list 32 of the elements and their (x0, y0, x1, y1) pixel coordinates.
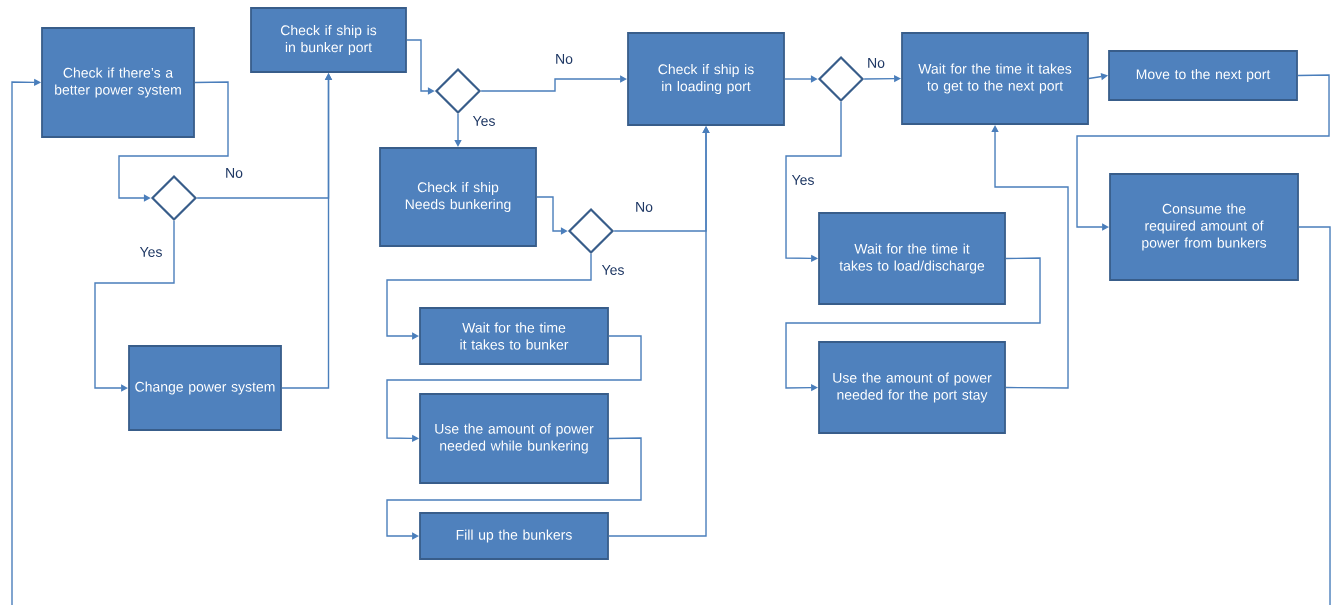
arrow (406, 39, 435, 95)
process-box: Fill up the bunkers (419, 512, 609, 560)
process-box: Change power system (128, 345, 282, 431)
process-box: Wait for the time it takes to load/discharge (818, 212, 1006, 305)
arrow (1076, 74, 1330, 231)
edge-label: Yes (601, 265, 624, 275)
arrow (386, 253, 592, 340)
arrow (536, 196, 568, 235)
edge-label: Yes (791, 175, 814, 185)
process-box: Check if ship is in loading port (627, 32, 785, 126)
arrow (608, 126, 710, 537)
process-box: Wait for the time it takes to bunker (419, 307, 609, 365)
edge-label: No (556, 54, 573, 64)
arrow (991, 125, 1069, 389)
edge-label: No (636, 202, 653, 212)
arrow (386, 437, 642, 540)
edge-label: Yes (472, 116, 495, 126)
process-box: Consume the required amount of power from bunkers (1109, 173, 1299, 281)
process-box: Wait for the time it takes to get to the next port (901, 32, 1089, 125)
arrow (118, 81, 229, 202)
process-box: Move to the next port (1108, 50, 1298, 101)
process-box: Use the amount of power needed while bunkering (419, 393, 609, 484)
edge-label: Yes (139, 247, 162, 257)
arrow (784, 75, 818, 83)
process-box: Check if there’s a better power system (41, 27, 195, 138)
edge-label: No (226, 168, 243, 178)
process-box: Use the amount of power needed for the port stay (818, 341, 1006, 434)
arrow (94, 220, 175, 392)
arrow (11, 78, 1331, 605)
process-box: Check if ship Needs bunkering (379, 147, 537, 247)
edge-label: No (868, 58, 885, 68)
process-box: Check if ship is in bunker port (250, 7, 407, 73)
